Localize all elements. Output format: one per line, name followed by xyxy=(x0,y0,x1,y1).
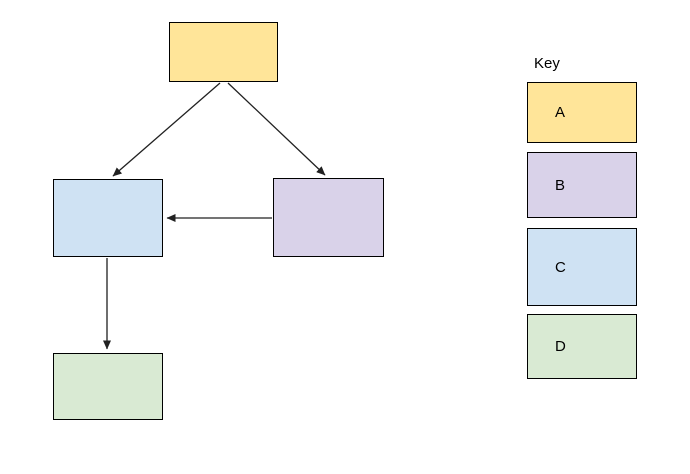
key-item-b: B xyxy=(527,152,637,218)
key-item-a: A xyxy=(527,82,637,143)
diagram-node-a xyxy=(169,22,278,82)
key-item-c-label: C xyxy=(555,258,566,276)
key-item-d-label: D xyxy=(555,338,566,355)
diagram-node-c xyxy=(53,179,163,257)
key-item-b-label: B xyxy=(555,176,566,194)
edge-top-to-right-arrow xyxy=(227,82,326,176)
diagram-node-b xyxy=(273,178,384,257)
key-item-a-label: A xyxy=(555,104,566,121)
key-item-d: D xyxy=(527,314,637,379)
key-item-c: C xyxy=(527,228,637,306)
edge-top-to-left-arrow xyxy=(112,82,221,177)
diagram-node-d xyxy=(53,353,163,420)
key-title: Key xyxy=(534,55,560,72)
